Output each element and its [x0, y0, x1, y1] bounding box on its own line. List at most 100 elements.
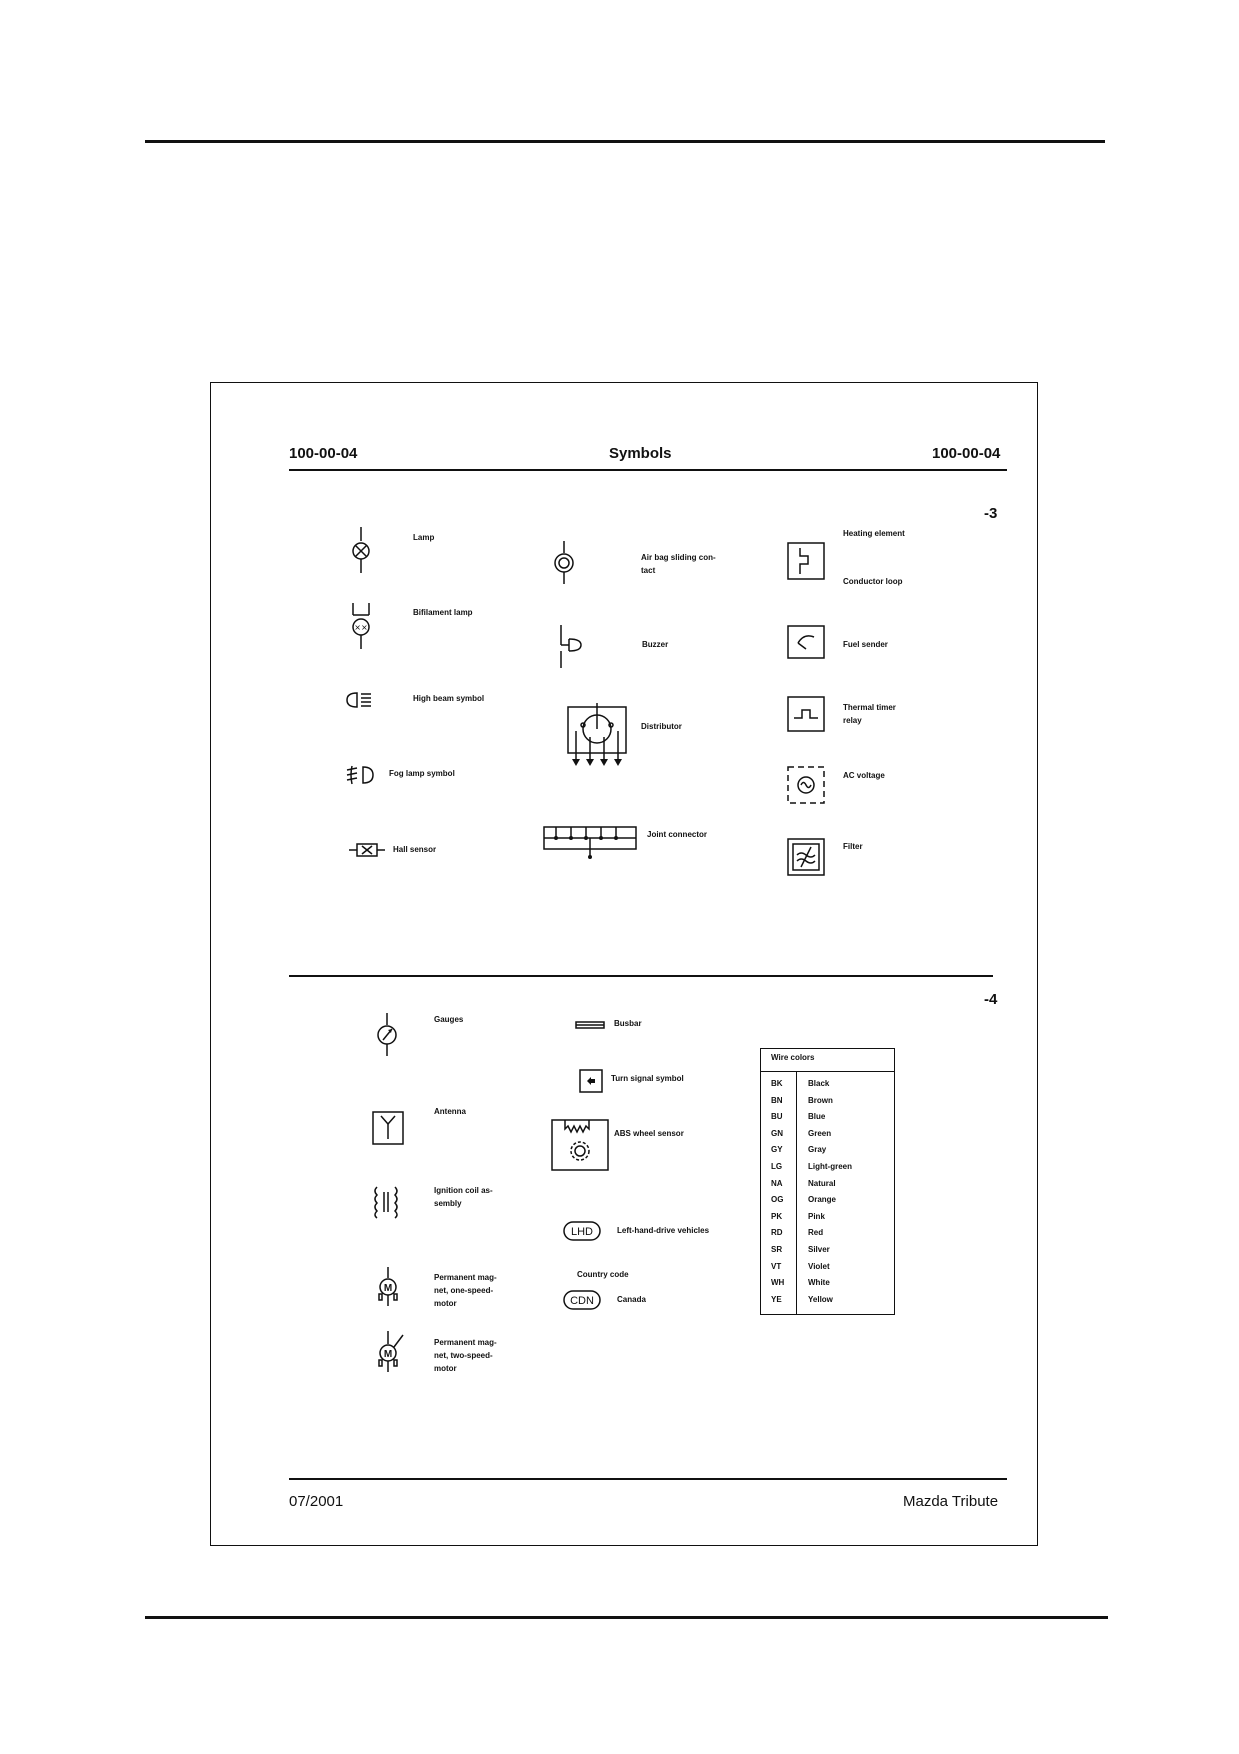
wire-color-name: Brown — [808, 1095, 833, 1105]
wire-color-name: Orange — [808, 1195, 837, 1205]
busbar-icon — [575, 1020, 605, 1030]
buzzer-icon — [559, 625, 583, 669]
distributor-icon — [566, 703, 628, 766]
wire-color-name: Light-green — [808, 1162, 852, 1171]
section-divider — [289, 975, 993, 977]
hall-sensor-icon — [349, 841, 385, 859]
label-abs-sensor: ABS wheel sensor — [614, 1129, 684, 1138]
bifilament-lamp-icon: ×× — [347, 603, 375, 651]
heating-element-icon — [787, 542, 825, 580]
cdn-badge: CDN — [563, 1290, 601, 1310]
wire-color-code: WH — [771, 1278, 785, 1288]
label-high-beam: High beam symbol — [413, 694, 485, 703]
label-air-bag: Air bag sliding con- tact — [641, 553, 716, 575]
lhd-badge-text: LHD — [571, 1226, 593, 1238]
footer-date: 07/2001 — [289, 1493, 344, 1510]
wire-colors-title: Wire colors — [771, 1053, 815, 1062]
wire-color-code: GN — [771, 1128, 783, 1138]
label-lamp: Lamp — [413, 533, 435, 542]
header-left-code: 100-00-04 — [289, 445, 358, 462]
wire-color-code: BU — [771, 1112, 783, 1122]
label-fuel-sender: Fuel sender — [843, 640, 888, 649]
motor-letter: M — [384, 1283, 392, 1294]
wire-color-code: VT — [771, 1261, 782, 1271]
table-row: SR Silver — [761, 1245, 896, 1261]
fog-lamp-icon — [345, 765, 375, 785]
wire-color-name: Blue — [808, 1112, 826, 1122]
label-lhd: Left-hand-drive vehicles — [617, 1226, 710, 1235]
header-right-code: 100-00-04 — [932, 445, 1001, 462]
footer-rule — [289, 1478, 1007, 1480]
wire-color-code: RD — [771, 1228, 783, 1238]
wire-color-name: White — [808, 1278, 830, 1288]
label-distributor: Distributor — [641, 722, 682, 731]
lamp-icon — [349, 527, 373, 575]
wire-color-name: Silver — [808, 1245, 830, 1254]
motor-two-speed-icon: M — [376, 1331, 406, 1373]
label-motor-one-speed: Permanent mag- net, one-speed- motor — [434, 1273, 497, 1308]
wire-color-name: Yellow — [808, 1294, 833, 1304]
label-joint-connector: Joint connector — [647, 830, 708, 839]
table-row: WH White — [761, 1278, 896, 1294]
high-beam-icon — [345, 691, 373, 709]
label-heating-element: Heating element — [843, 529, 905, 538]
label-fog-lamp: Fog lamp symbol — [389, 769, 455, 778]
label-antenna: Antenna — [434, 1107, 466, 1116]
label-thermal-timer: Thermal timer relay — [843, 703, 896, 725]
lhd-badge: LHD — [563, 1221, 601, 1241]
wire-color-code: PK — [771, 1211, 783, 1221]
label-canada: Canada — [617, 1295, 646, 1304]
wire-color-code: LG — [771, 1162, 783, 1171]
motor-letter: M — [384, 1349, 392, 1360]
label-bifilament-lamp: Bifilament lamp — [413, 608, 473, 617]
wire-color-name: Green — [808, 1128, 832, 1138]
table-row: NA Natural — [761, 1179, 896, 1195]
label-ignition-coil: Ignition coil as- sembly — [434, 1186, 493, 1208]
wire-color-code: YE — [771, 1294, 782, 1304]
table-row: RD Red — [761, 1228, 896, 1244]
page-title: Symbols — [609, 445, 672, 462]
wire-color-name: Natural — [808, 1178, 836, 1188]
table-row: OG Orange — [761, 1195, 896, 1211]
wire-color-name: Gray — [808, 1145, 827, 1155]
svg-text:××: ×× — [354, 623, 367, 632]
table-row: LG Light-green — [761, 1162, 896, 1178]
footer-model: Mazda Tribute — [903, 1493, 999, 1510]
section-number: -4 — [984, 991, 998, 1008]
table-row: GN Green — [761, 1129, 896, 1145]
label-busbar: Busbar — [614, 1019, 642, 1028]
document-page: 100-00-04 Symbols 100-00-04 -3 Lamp ×× B… — [210, 382, 1038, 1546]
table-row: GY Gray — [761, 1145, 896, 1161]
ac-voltage-icon — [787, 766, 825, 804]
air-bag-contact-icon — [552, 541, 576, 585]
abs-wheel-sensor-icon — [551, 1119, 609, 1171]
label-ac-voltage: AC voltage — [843, 771, 885, 780]
wire-color-code: BK — [771, 1079, 783, 1088]
label-motor-two-speed: Permanent mag- net, two-speed- motor — [434, 1338, 497, 1373]
motor-one-speed-icon: M — [376, 1267, 400, 1307]
label-turn-signal: Turn signal symbol — [611, 1074, 684, 1083]
wire-color-code: SR — [771, 1245, 783, 1254]
wire-color-name: Red — [808, 1228, 824, 1238]
antenna-icon — [372, 1111, 404, 1145]
cdn-badge-text: CDN — [570, 1295, 594, 1307]
label-hall-sensor: Hall sensor — [393, 845, 437, 854]
table-row: BU Blue — [761, 1112, 896, 1128]
turn-signal-icon — [579, 1069, 603, 1093]
label-country-code: Country code — [577, 1270, 629, 1279]
label-gauges: Gauges — [434, 1015, 464, 1024]
wire-color-code: OG — [771, 1195, 784, 1205]
top-rule — [145, 140, 1105, 143]
wire-color-code: NA — [771, 1178, 783, 1188]
bottom-rule — [145, 1616, 1108, 1619]
fuel-sender-icon — [787, 625, 825, 659]
joint-connector-icon — [542, 823, 638, 859]
wire-color-code: GY — [771, 1145, 783, 1155]
gauges-icon — [375, 1013, 399, 1057]
section-number: -3 — [984, 505, 998, 522]
table-row: YE Yellow — [761, 1295, 896, 1311]
